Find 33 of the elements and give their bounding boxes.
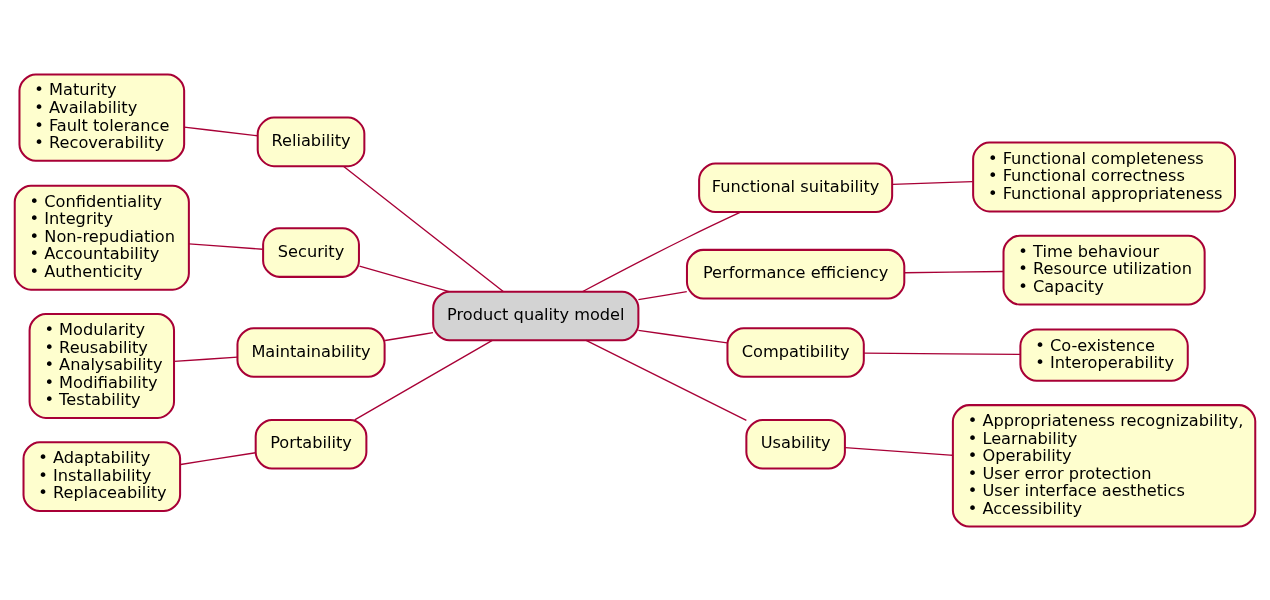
connector — [585, 339, 748, 421]
node-box: Maintainability — [236, 326, 386, 378]
connector — [354, 339, 493, 420]
connector — [173, 356, 239, 362]
node-box: • Confidentiality • Integrity • Non-repudiation • Accountability • Authenticity — [13, 184, 190, 291]
node-box: Compatibility — [726, 326, 865, 378]
node-box: • Functional completeness • Functional correctness • Functional appropriateness — [972, 141, 1236, 212]
connector — [188, 242, 264, 250]
node-box: • Adaptability • Installability • Replaceability — [22, 440, 182, 512]
node-box: Reliability — [256, 116, 366, 167]
connector — [358, 264, 450, 292]
node-box: • Co-existence • Interoperability — [1019, 328, 1189, 382]
connector — [637, 329, 728, 344]
connector — [582, 211, 742, 292]
node-box: • Modularity • Reusability • Analysability • Modifiability • Testability — [28, 312, 176, 419]
connector — [179, 451, 257, 465]
node-box: Portability — [254, 418, 368, 470]
node-box: • Maturity • Availability • Fault tolerance • Recoverability — [18, 72, 186, 162]
connector — [343, 165, 504, 292]
connector — [183, 125, 259, 136]
node-box: • Appropriateness recognizability, • Learnability • Operability • User error protection • User interface aesthetics • Accessibility — [951, 403, 1257, 528]
connector — [891, 180, 974, 185]
node-box: Security — [262, 226, 360, 278]
node-box: • Time behaviour • Resource utilization • Capacity — [1002, 234, 1206, 306]
connector — [637, 290, 688, 300]
node-box: Product quality model — [432, 290, 640, 341]
connector — [863, 351, 1021, 355]
node-box: Usability — [745, 418, 846, 470]
connector — [903, 270, 1004, 273]
node-box: Functional suitability — [698, 162, 894, 213]
connector — [384, 331, 434, 341]
node-box: Performance efficiency — [685, 248, 906, 299]
connector — [844, 446, 954, 456]
